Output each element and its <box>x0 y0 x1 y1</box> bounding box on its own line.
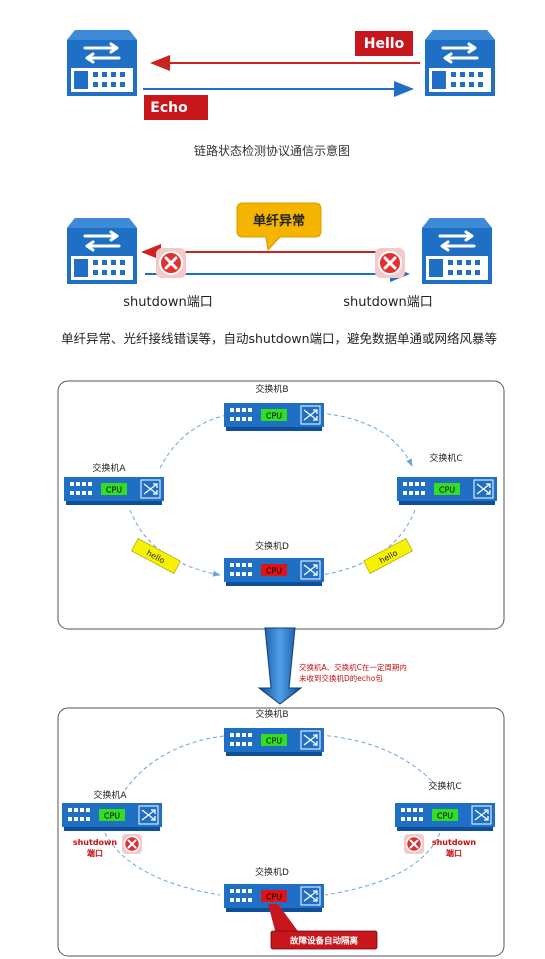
switch-left-icon <box>65 216 139 286</box>
cpu-label: CPU <box>104 812 120 821</box>
figure-3-ring-normal: 交换机B CPU 交换机A CPU 交换机C CPU 交换机D CPU <box>57 380 505 630</box>
hello-badge <box>355 31 413 56</box>
cpu-label: CPU <box>266 737 282 746</box>
switch-c: CPU <box>394 802 496 832</box>
cpu-indicator-ok <box>101 483 127 495</box>
cpu-indicator-fault <box>261 890 287 902</box>
isolation-pointer <box>268 904 300 934</box>
switch-right-icon <box>423 28 497 98</box>
switch-d: CPU <box>223 883 325 913</box>
port-right-label: shutdown端口 <box>343 295 432 310</box>
hello-tag-right: hello <box>363 538 413 574</box>
left-port-shutdown-icon <box>154 246 188 280</box>
switch-c-label: 交换机C <box>428 780 461 792</box>
isolation-badge <box>270 930 378 950</box>
switch-d-label: 交换机D <box>255 866 289 878</box>
echo-label: Echo <box>150 100 188 116</box>
ring-segment-cd <box>324 832 441 896</box>
shutdown-left-line1: shutdown <box>73 838 118 847</box>
ring-segment-ad <box>129 509 221 577</box>
cpu-indicator-fault <box>261 564 287 576</box>
ring-segment-ad <box>104 832 221 896</box>
cpu-label: CPU <box>437 812 453 821</box>
switch-c-label: 交换机C <box>429 452 462 464</box>
transition-note-line2: 未收到交换机D的echo包 <box>299 673 383 683</box>
cpu-indicator-ok <box>99 809 125 821</box>
isolation-label: 故障设备自动隔离 <box>290 936 359 947</box>
figure-2-caption: 单纤异常、光纤接线错误等，自动shutdown端口，避免数据单通或网络风暴等 <box>61 331 497 346</box>
shutdown-right-line2: 端口 <box>446 848 462 858</box>
ring-segment-bc <box>319 412 413 467</box>
cpu-label: CPU <box>106 486 122 495</box>
figure-1-link-detection: Hello Echo 链路状态检测协议通信示意图 <box>65 28 497 158</box>
switch-right-icon <box>420 216 494 286</box>
hello-tag-left: hello <box>131 538 181 574</box>
fiber-fault-label: 单纤异常 <box>253 213 305 229</box>
transition-note-line1: 交换机A、交换机C在一定周期内 <box>299 662 407 672</box>
echo-badge <box>144 95 208 120</box>
switch-left-icon <box>65 28 139 98</box>
cpu-label: CPU <box>266 412 282 421</box>
cpu-indicator-ok <box>261 734 287 746</box>
switch-c: CPU <box>396 476 498 506</box>
shutdown-left-line2: 端口 <box>87 848 103 858</box>
shutdown-right-line1: shutdown <box>432 838 477 847</box>
switch-b: CPU <box>223 727 325 757</box>
ring-segment-ab <box>124 734 233 791</box>
cpu-label: CPU <box>266 567 282 576</box>
cpu-label: CPU <box>266 893 282 902</box>
fiber-fault-callout <box>236 202 322 252</box>
switch-b-label: 交换机B <box>255 708 288 720</box>
left-port-shutdown-icon <box>121 833 143 855</box>
cpu-label: CPU <box>439 486 455 495</box>
switch-a-label: 交换机A <box>92 462 126 474</box>
right-port-shutdown-icon <box>373 246 407 280</box>
switch-d: CPU <box>223 557 325 587</box>
switch-a: CPU <box>63 476 165 506</box>
switch-b-label: 交换机B <box>255 383 288 395</box>
figure-2-fiber-fault: 单纤异常 shutdown端口 shutdown端口 单纤异常、光纤接线错误等，… <box>61 202 497 346</box>
cpu-indicator-ok <box>432 809 458 821</box>
transition-section: 交换机A、交换机C在一定周期内 未收到交换机D的echo包 <box>257 627 407 705</box>
ring-panel-isolated <box>57 707 505 957</box>
hello-label: Hello <box>364 36 405 52</box>
right-port-shutdown-icon <box>403 833 425 855</box>
figure-4-ring-isolated: 交换机B CPU 交换机A CPU 交换机C CPU 交换机D CPU sh <box>57 707 505 957</box>
cpu-indicator-ok <box>261 409 287 421</box>
down-arrow-icon <box>257 627 303 705</box>
switch-a: CPU <box>61 802 163 832</box>
cpu-indicator-ok <box>434 483 460 495</box>
switch-b: CPU <box>223 402 325 432</box>
ring-segment-ab <box>159 412 239 469</box>
port-left-label: shutdown端口 <box>123 295 212 310</box>
switch-a-label: 交换机A <box>93 789 127 801</box>
figure-1-caption: 链路状态检测协议通信示意图 <box>194 143 350 158</box>
ring-segment-bc <box>319 734 441 791</box>
switch-d-label: 交换机D <box>255 540 289 552</box>
